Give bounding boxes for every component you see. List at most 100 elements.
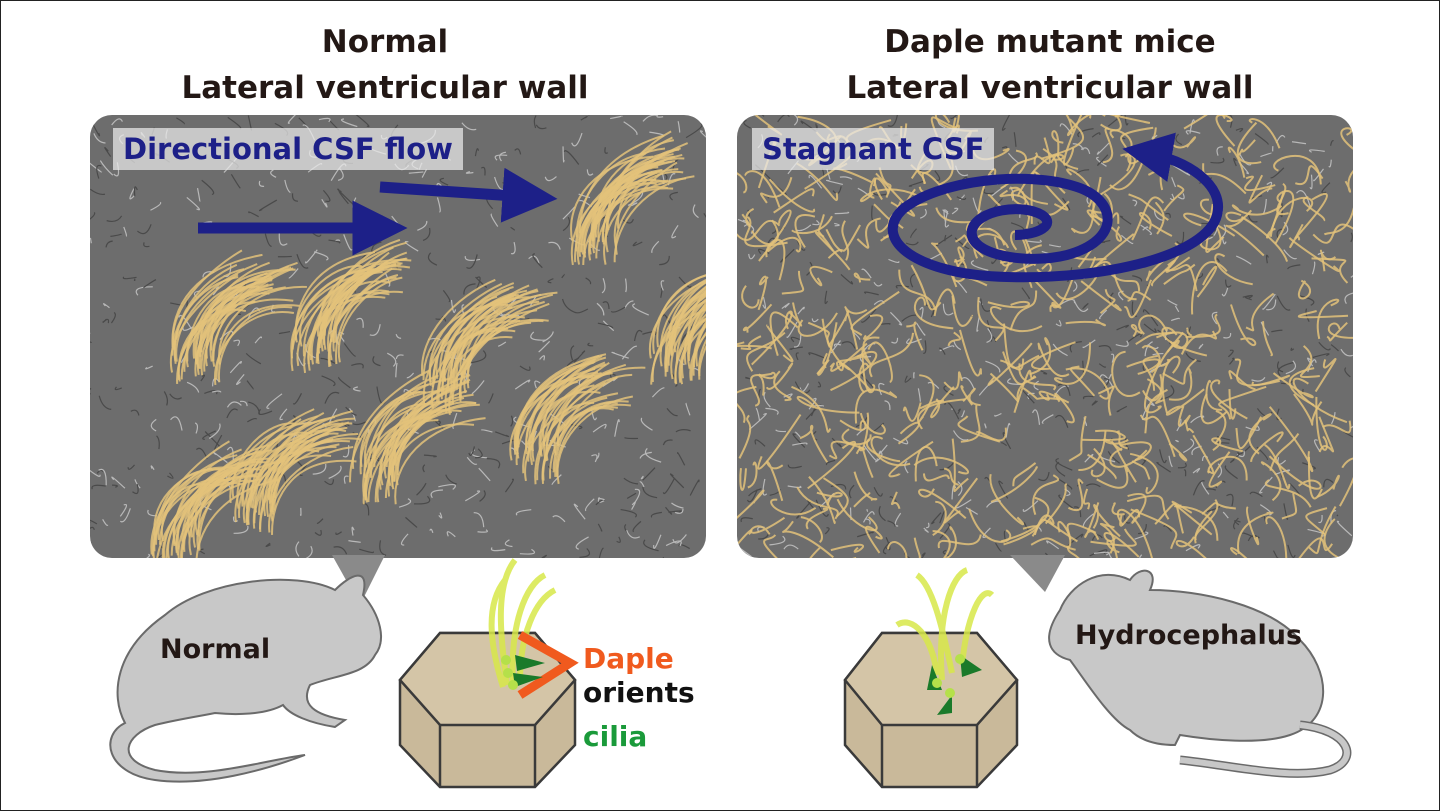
cilium-strand: [1307, 456, 1323, 500]
cilium-strand: [1051, 279, 1074, 309]
cilium-strand: [509, 371, 599, 461]
cilium-strand: [808, 476, 836, 525]
cilium-strand: [1127, 493, 1147, 524]
cilium-strand: [1171, 500, 1213, 536]
cilium-strand: [841, 428, 872, 446]
cilium-strand: [878, 167, 892, 198]
cilium-strand: [741, 207, 755, 227]
cilium-strand: [943, 477, 979, 524]
hydrocephalus-mouse-label: Hydrocephalus: [1075, 620, 1303, 651]
cilium-strand: [1003, 525, 1038, 546]
hydrocephalus-mouse-icon: [1048, 569, 1352, 778]
cilium-strand: [751, 219, 779, 245]
left-title-line2: Lateral ventricular wall: [181, 70, 589, 106]
cilium-strand: [913, 537, 921, 558]
cilium-strand: [919, 399, 945, 410]
cilium-strand: [290, 268, 381, 359]
cilium-strand: [1225, 216, 1265, 257]
cilium-strand: [1123, 279, 1153, 319]
cilium-strand: [444, 336, 513, 414]
cilium-strand: [737, 172, 748, 194]
cilium-strand: [1230, 547, 1248, 558]
cilium-strand: [1000, 149, 1027, 190]
cilium-strand: [1177, 405, 1191, 427]
cilium-strand: [737, 385, 757, 423]
cilium-strand: [951, 438, 969, 492]
cilium-strand: [670, 281, 706, 357]
cilium-strand: [1185, 313, 1221, 338]
cilium-strand: [1162, 358, 1197, 385]
cilium-strand: [388, 383, 458, 476]
cilium-strand: [1319, 249, 1337, 272]
cilium-strand: [1244, 175, 1276, 192]
cilium-strand: [1210, 379, 1248, 420]
cilium-strand: [1196, 265, 1218, 298]
cilium-strand: [782, 520, 834, 558]
cilium-strand: [1168, 368, 1193, 401]
cilium-strand: [670, 306, 706, 380]
cilium-strand: [349, 391, 421, 483]
cilium-strand: [1339, 457, 1353, 507]
cilium-strand: [1245, 292, 1275, 332]
cilium-strand: [192, 277, 273, 359]
cilium-strand: [1302, 195, 1325, 222]
cilium-strand: [583, 182, 657, 258]
cilium-strand: [886, 541, 908, 558]
cilium-strand: [1235, 416, 1263, 450]
cilium-strand: [238, 418, 302, 519]
cilium-strand: [1184, 419, 1195, 434]
cilium-strand: [1065, 115, 1074, 130]
cilium-strand: [1248, 118, 1281, 149]
cilium-strand: [690, 331, 706, 381]
cilium-strand: [1033, 514, 1055, 536]
cilium-strand: [1111, 350, 1141, 397]
cilium-strand: [175, 263, 258, 362]
cilium-strand: [678, 317, 706, 383]
cilium-strand: [536, 381, 607, 481]
normal-mouse-label: Normal: [160, 634, 271, 665]
cilium-strand: [1092, 504, 1121, 538]
cilium-strand: [737, 489, 765, 519]
cilium-strand: [1141, 345, 1161, 374]
cilium-strand: [291, 268, 374, 350]
cilium-strand: [766, 460, 784, 502]
cilium-strand: [393, 390, 468, 482]
cilium-strand: [229, 422, 310, 503]
cilium-strand: [1281, 493, 1298, 520]
cilium-strand: [167, 460, 254, 558]
cilium-strand: [1250, 431, 1284, 462]
cilium-strand: [1316, 298, 1340, 340]
cilium-strand: [1065, 367, 1110, 400]
cilium-strand: [855, 446, 874, 479]
cilium-strand: [1264, 443, 1291, 490]
cilium-strand: [303, 274, 369, 374]
cilium-strand: [1012, 462, 1037, 487]
cilium-strand: [1068, 478, 1084, 511]
cilium-strand: [781, 270, 805, 295]
cilium-strand: [830, 543, 865, 553]
cilium-strand: [570, 155, 654, 241]
cilium-strand: [1090, 528, 1137, 547]
cilium-strand: [897, 421, 920, 445]
cilium-strand: [1163, 184, 1185, 212]
cilium-strand: [156, 477, 231, 558]
cilium-strand: [1119, 509, 1141, 527]
cilium-strand: [170, 482, 241, 556]
cilium-strand: [218, 306, 293, 383]
mutant-ependymal-cell-icon: [843, 567, 1019, 789]
cilium-strand: [990, 466, 1038, 503]
cilium-strand: [858, 412, 870, 452]
cilium-strand: [922, 473, 950, 482]
flow-arrow-icon: [379, 167, 558, 223]
cilium-strand: [853, 492, 871, 508]
cilium-strand: [1097, 385, 1115, 416]
cilium-strand: [860, 188, 918, 203]
cilium-strand: [751, 310, 793, 366]
cilium-strand: [750, 373, 760, 407]
cilium-strand: [836, 360, 872, 392]
cilium-strand: [737, 529, 753, 547]
cilium-strand: [204, 266, 292, 367]
cilium-strand: [651, 299, 706, 383]
cilium-strand: [890, 491, 901, 510]
cilium-strand: [422, 303, 509, 381]
